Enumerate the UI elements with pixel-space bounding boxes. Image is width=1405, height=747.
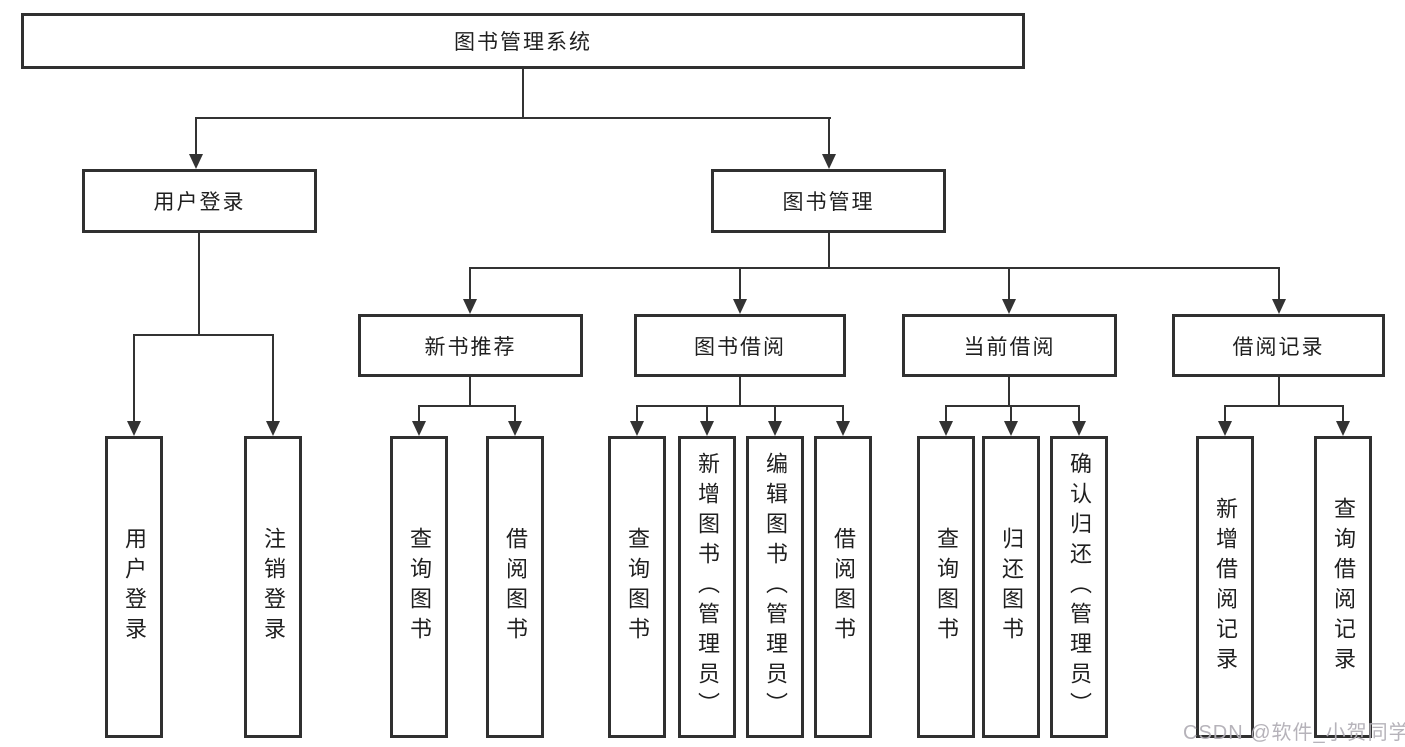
arrowhead-add-book (700, 421, 714, 436)
connector-drop-book-management (828, 117, 830, 156)
leaf-return-book: 归还图书 (982, 436, 1040, 738)
node-library-management-system: 图书管理系统 (21, 13, 1025, 69)
leaf-query-books-borrow: 查询图书 (608, 436, 666, 738)
node-book-borrowing: 图书借阅 (634, 314, 846, 377)
connector-drop-return-book (1010, 405, 1012, 422)
connector-userlogin-rail (133, 334, 274, 336)
csdn-watermark: CSDN @软件_小贺同学 (1183, 722, 1405, 744)
connector-drop-query-current (945, 405, 947, 422)
arrowhead-query-borrowing (630, 421, 644, 436)
connector-recommend-stem (469, 377, 471, 406)
arrowhead-query-record (1336, 421, 1350, 436)
arrowhead-query-current (939, 421, 953, 436)
connector-drop-user-login (195, 117, 197, 156)
leaf-logout: 注销登录 (244, 436, 302, 738)
arrowhead-book-management (822, 154, 836, 169)
connector-drop-book-borrow (739, 267, 741, 300)
leaf-confirm-return-admin: 确认归还（管理员） (1050, 436, 1108, 738)
connector-drop-edit-book (774, 405, 776, 422)
leaf-add-book-admin: 新增图书（管理员） (678, 436, 736, 738)
connector-drop-new-book (469, 267, 471, 300)
leaf-borrow-books: 借阅图书 (814, 436, 872, 738)
connector-drop-current-borrow (1008, 267, 1010, 300)
node-borrowing-records: 借阅记录 (1172, 314, 1385, 377)
node-new-book-recommendation: 新书推荐 (358, 314, 583, 377)
connector-recommend-rail (418, 405, 516, 407)
node-book-management: 图书管理 (711, 169, 946, 233)
connector-drop-leaf-logout (272, 334, 274, 422)
connector-drop-query-borrowing (636, 405, 638, 422)
arrowhead-leaf-logout (266, 421, 280, 436)
arrowhead-return-book (1004, 421, 1018, 436)
arrowhead-borrow-records (1272, 299, 1286, 314)
arrowhead-query-recommend (412, 421, 426, 436)
connector-root-rail (195, 117, 831, 119)
connector-drop-add-record (1224, 405, 1226, 422)
connector-drop-query-recommend (418, 405, 420, 422)
connector-borrowing-rail (636, 405, 844, 407)
arrowhead-user-login (189, 154, 203, 169)
arrowhead-borrow-book (836, 421, 850, 436)
leaf-add-borrow-record: 新增借阅记录 (1196, 436, 1254, 738)
arrowhead-confirm-return (1072, 421, 1086, 436)
connector-userlogin-stem (198, 233, 200, 335)
arrowhead-new-book (463, 299, 477, 314)
connector-records-stem (1278, 377, 1280, 406)
leaf-query-borrow-record: 查询借阅记录 (1314, 436, 1372, 738)
connector-drop-borrow-recommend (514, 405, 516, 422)
connector-drop-borrow-records (1278, 267, 1280, 300)
connector-current-rail (945, 405, 1080, 407)
leaf-edit-book-admin: 编辑图书（管理员） (746, 436, 804, 738)
leaf-query-books-current: 查询图书 (917, 436, 975, 738)
connector-drop-confirm-return (1078, 405, 1080, 422)
connector-bookmgmt-stem (828, 233, 830, 268)
connector-drop-add-book (706, 405, 708, 422)
connector-root-stem (522, 69, 524, 118)
arrowhead-add-record (1218, 421, 1232, 436)
arrowhead-current-borrow (1002, 299, 1016, 314)
connector-borrowing-stem (739, 377, 741, 406)
connector-drop-leaf-user-login (133, 334, 135, 422)
arrowhead-edit-book (768, 421, 782, 436)
arrowhead-borrow-recommend (508, 421, 522, 436)
node-current-borrowing: 当前借阅 (902, 314, 1117, 377)
connector-current-stem (1008, 377, 1010, 406)
arrowhead-book-borrow (733, 299, 747, 314)
connector-drop-borrow-book (842, 405, 844, 422)
leaf-query-books-recommend: 查询图书 (390, 436, 448, 738)
node-user-login: 用户登录 (82, 169, 317, 233)
connector-drop-query-record (1342, 405, 1344, 422)
arrowhead-leaf-user-login (127, 421, 141, 436)
connector-records-rail (1224, 405, 1344, 407)
connector-bookmgmt-rail (469, 267, 1280, 269)
leaf-user-login: 用户登录 (105, 436, 163, 738)
leaf-borrow-books-recommend: 借阅图书 (486, 436, 544, 738)
